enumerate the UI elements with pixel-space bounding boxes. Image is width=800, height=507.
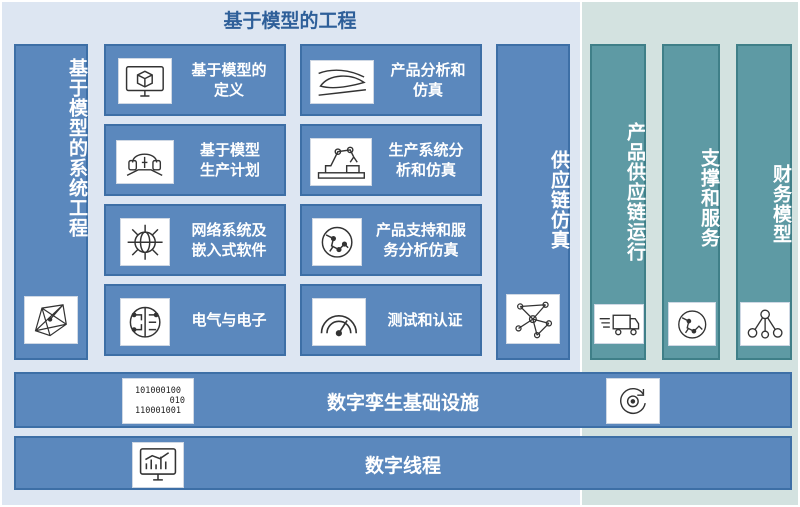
loop-target-icon [606,378,660,424]
network-nodes-icon [506,294,560,344]
product-supply-chain-operation-label: 产品供应链运行 [624,122,646,262]
org-chart-icon [740,302,790,346]
cell-electrical-electronics: 电气与电子 [104,284,286,356]
binary-line: 110001001 [134,406,182,416]
cell-label-line: 务分析仿真 [383,241,459,259]
globe-support-icon [668,302,716,346]
supply-chain-sim-column: 供应链仿真 [496,44,570,360]
financial-model-column: 财务模型 [736,44,792,360]
mbse-column: 基于模型的系统工程 [14,44,88,360]
globe-network-icon [120,218,170,266]
digital-thread-bar: 数字线程 [14,436,792,490]
digital-thread-label: 数字线程 [364,455,441,477]
gauge-icon [312,298,366,346]
cell-label-line: 产品支持和服 [375,221,466,239]
cell-label-line: 生产系统分 [388,141,464,159]
cell-testing-certification: 测试和认证 [300,284,482,356]
support-service-column: 支撑和服务 [662,44,720,360]
cell-label-line: 析和仿真 [395,161,456,179]
model-based-engineering-panel [2,2,580,505]
cell-label-line: 电气与电子 [191,311,267,329]
cell-product-analysis: 产品分析和 仿真 [300,44,482,116]
binary-line: 010 [169,396,185,406]
infra-label: 数字孪生基础设施 [326,392,479,414]
cell-label-line: 仿真 [412,81,443,99]
network-mesh-icon [24,296,78,344]
circuit-chip-icon [120,298,170,346]
cell-label-line: 网络系统及 [191,221,267,239]
cell-product-support-service: 产品支持和服 务分析仿真 [300,204,482,276]
cell-label-line: 生产计划 [199,161,260,179]
headset-plan-icon [116,140,174,184]
cell-model-based-production-planning: 基于模型 生产计划 [104,124,286,196]
binary-line: 101000100 [134,386,182,396]
digital-twin-infrastructure-bar: 101000100 010 110001001 数字孪生基础设施 [14,372,792,428]
cell-label-line: 定义 [213,81,244,99]
panel-heading: 基于模型的工程 [223,10,357,32]
robot-arm-icon [310,138,372,186]
supply-chain-sim-label: 供应链仿真 [548,150,570,250]
delivery-truck-icon [594,304,644,344]
product-supply-chain-operation-column: 产品供应链运行 [590,44,646,360]
airfoil-flow-icon [310,60,374,104]
globe-service-icon [312,218,362,266]
cell-label-line: 测试和认证 [387,311,463,329]
monitor-cube-icon [118,58,172,104]
cell-network-embedded-software: 网络系统及 嵌入式软件 [104,204,286,276]
cell-label-line: 基于模型 [199,141,260,159]
dashboard-monitor-icon [132,442,184,488]
support-service-label: 支撑和服务 [698,148,720,248]
mbse-label: 基于模型的系统工程 [66,58,88,238]
financial-model-label: 财务模型 [770,164,792,244]
binary-data-icon: 101000100 010 110001001 [122,378,194,424]
cell-production-system-analysis: 生产系统分 析和仿真 [300,124,482,196]
cell-label-line: 嵌入式软件 [191,241,267,259]
cell-model-based-definition: 基于模型的 定义 [104,44,286,116]
cell-label-line: 基于模型的 [191,61,267,79]
cell-label-line: 产品分析和 [390,61,466,79]
